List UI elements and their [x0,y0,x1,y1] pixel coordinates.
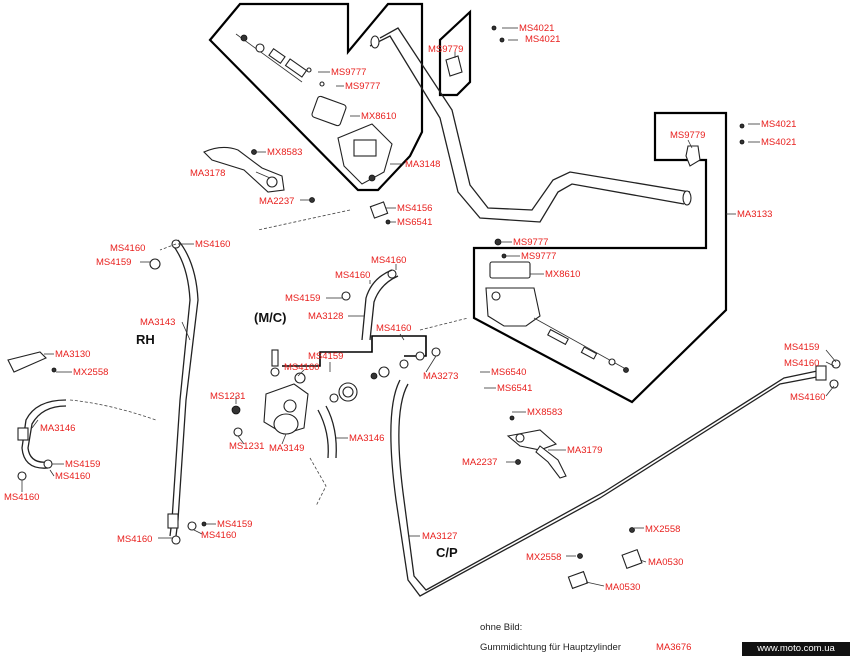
part-label: MS4021 [761,137,796,148]
part-label: MA2237 [462,457,497,468]
part-label: MS4160 [195,239,230,250]
part-label: MS4160 [4,492,39,503]
part-label: MS4159 [784,342,819,353]
part-label: MS4021 [519,23,554,34]
part-label: MX2558 [526,552,561,563]
part-label: MS9779 [428,44,463,55]
part-label: MA3149 [269,443,304,454]
gasket-label: Gummidichtung für Hauptzylinder [480,642,621,653]
part-label: MA3128 [308,311,343,322]
part-label: MA3146 [40,423,75,434]
part-label: MS4159 [65,459,100,470]
part-label: MS4160 [117,534,152,545]
part-label: MX8610 [361,111,396,122]
part-label: MS4156 [397,203,432,214]
part-label: MS4160 [110,243,145,254]
section-label-cp: C/P [436,545,458,560]
part-label: MA3146 [349,433,384,444]
part-label: MS4159 [217,519,252,530]
part-label: MS4160 [790,392,825,403]
leader-lines [21,27,837,587]
bracket-ms4156 [369,201,391,225]
part-label: MS9777 [513,237,548,248]
part-label: MX8583 [527,407,562,418]
part-label: MS4160 [284,362,319,373]
part-label: MA3127 [422,531,457,542]
part-number-labels: MS4021 MS4021 MS9779 MS9777 MS9777 MX861… [4,23,825,593]
no-image-note: ohne Bild: [480,622,523,633]
part-label: MX8610 [545,269,580,280]
part-label: MS1231 [229,441,264,452]
part-label: MA0530 [648,557,683,568]
part-label: MS6540 [491,367,526,378]
part-label: MS4159 [308,351,343,362]
part-label: MS4159 [285,293,320,304]
brake-hoses [7,239,841,597]
clips [567,527,643,590]
rear-master-cylinder [485,238,629,373]
part-label: MS9779 [670,130,705,141]
part-label: MA3179 [567,445,602,456]
part-label: MS6541 [497,383,532,394]
master-cylinder-rear-box [472,111,728,404]
part-label: MA3133 [737,209,772,220]
part-label: MX2558 [645,524,680,535]
part-label: MA2237 [259,196,294,207]
part-label: MS4160 [376,323,411,334]
gasket-part-number: MA3676 [656,642,692,653]
part-label: MS4159 [96,257,131,268]
part-label: MS1231 [210,391,245,402]
master-cylinder-front-box [208,2,424,192]
part-label: MS9777 [345,81,380,92]
part-label: MA3143 [140,317,175,328]
front-master-cylinder [235,33,393,185]
section-label-rh: RH [136,332,155,347]
caliper-assembly [231,269,441,437]
part-label: MS4160 [371,255,406,266]
handlebar-clamp-box [438,9,472,97]
part-label: MS4160 [335,270,370,281]
handlebar [369,27,692,223]
part-label: MS4160 [55,471,90,482]
part-label: MA3178 [190,168,225,179]
rear-lever [506,415,567,479]
part-label: MS6541 [397,217,432,228]
part-label: MS9777 [521,251,556,262]
part-label: MS4160 [201,530,236,541]
part-label: MA0530 [605,582,640,593]
watermark: www.moto.com.ua [742,642,850,656]
part-label: MS4160 [784,358,819,369]
part-label: MS4021 [761,119,796,130]
mc-connector-box [282,335,427,367]
part-label: MS4021 [525,34,560,45]
part-label: MX8583 [267,147,302,158]
handlebar-clamp-parts [445,25,745,167]
reference-arrows [69,209,469,507]
part-label: MA3273 [423,371,458,382]
part-label: MX2558 [73,367,108,378]
section-label-mc: (M/C) [254,310,287,325]
part-label: MA3130 [55,349,90,360]
part-label: MS9777 [331,67,366,78]
part-label: MA3148 [405,159,440,170]
